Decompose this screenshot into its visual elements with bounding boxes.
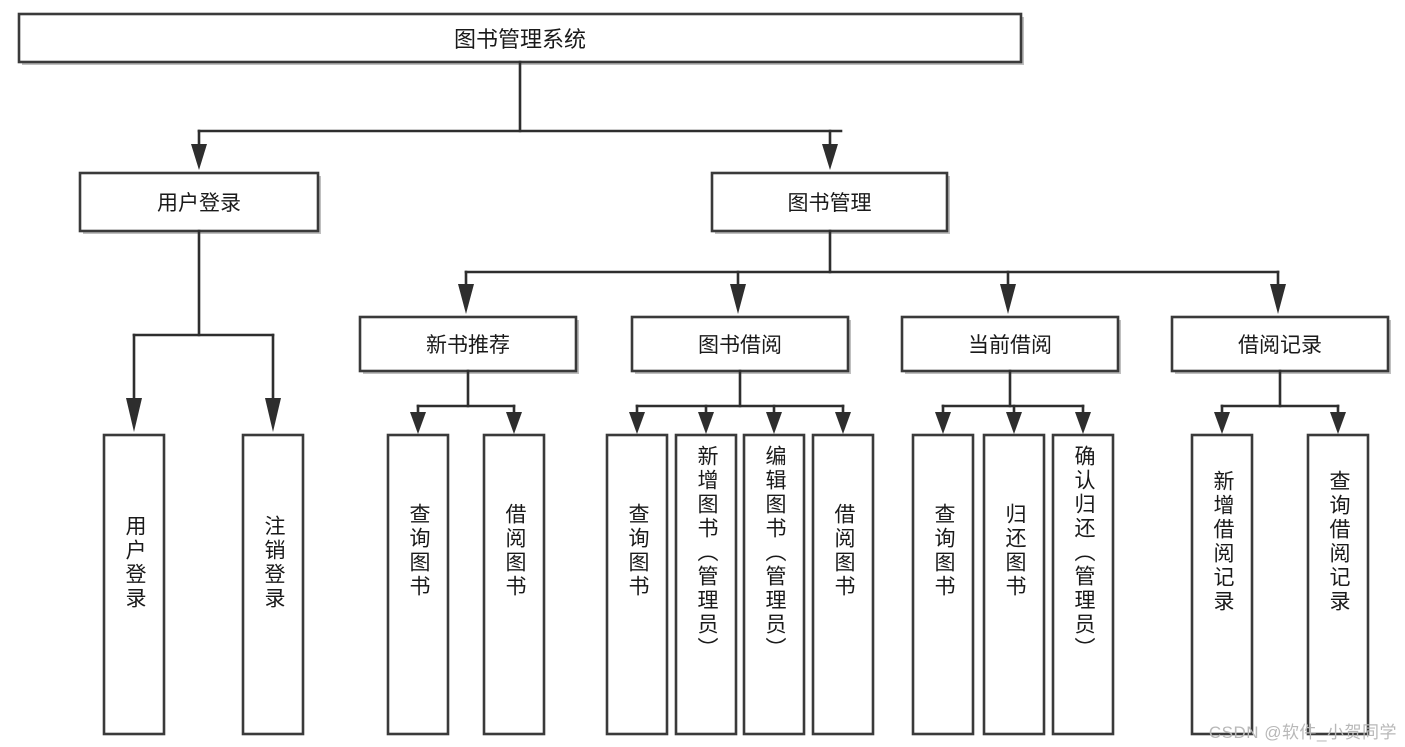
leaf-box-query-book-2[interactable]: [605, 433, 669, 736]
node-book-borrow-rect: [630, 315, 850, 373]
node-book-management[interactable]: [710, 171, 950, 234]
node-new-book-recommend-rect: [358, 315, 578, 373]
node-book-borrow[interactable]: [630, 315, 851, 374]
connector-book-borrow-to-leaves: [629, 369, 851, 434]
arrowhead-leaf-add-record: [1214, 412, 1230, 434]
leaf-box-query-book-3[interactable]: [911, 433, 975, 736]
arrowhead-book-management: [822, 144, 838, 170]
node-borrow-record-rect: [1170, 315, 1390, 373]
connector-root-to-level2: [191, 60, 843, 170]
arrowhead-borrow-record: [1270, 284, 1286, 314]
arrowhead-leaf-query-book-3: [935, 412, 951, 434]
leaf-rect-logout-login: [241, 433, 305, 736]
leaf-rect-add-record: [1190, 433, 1254, 736]
leaf-box-add-book[interactable]: [674, 433, 738, 736]
node-new-book-recommend[interactable]: [358, 315, 579, 374]
arrowhead-leaf-query-record: [1330, 412, 1346, 434]
arrowhead-leaf-confirm-return: [1075, 412, 1091, 434]
leaf-rect-confirm-return: [1051, 433, 1115, 736]
leaf-box-user-login[interactable]: [102, 433, 166, 736]
leaf-box-return-book[interactable]: [982, 433, 1046, 736]
arrowhead-leaf-borrow-book-2: [835, 412, 851, 434]
connector-book-management-to-level3: [458, 229, 1286, 314]
leaf-rect-return-book: [982, 433, 1046, 736]
node-current-borrow-rect: [900, 315, 1120, 373]
arrowhead-leaf-query-book-1: [410, 412, 426, 434]
leaf-box-edit-book[interactable]: [742, 433, 806, 736]
node-root-rect: [17, 12, 1023, 64]
arrowhead-leaf-edit-book: [766, 412, 782, 434]
connector-user-login-to-leaves: [126, 229, 281, 432]
leaf-box-logout-login[interactable]: [241, 433, 305, 736]
leaf-rect-query-record: [1306, 433, 1370, 736]
leaf-box-query-book-1[interactable]: [386, 433, 450, 736]
leaf-box-borrow-book-2[interactable]: [811, 433, 875, 736]
arrowhead-book-borrow: [730, 284, 746, 314]
arrowhead-leaf-logout-login: [265, 398, 281, 432]
leaf-rect-query-book-2: [605, 433, 669, 736]
leaf-box-add-record[interactable]: [1190, 433, 1254, 736]
connector-current-borrow-to-leaves: [935, 369, 1091, 434]
node-user-login-rect: [78, 171, 320, 233]
node-book-management-rect: [710, 171, 949, 233]
connector-borrow-record-to-leaves: [1214, 369, 1346, 434]
leaf-box-confirm-return[interactable]: [1051, 433, 1115, 736]
node-user-login[interactable]: [78, 171, 321, 234]
arrowhead-user-login: [191, 144, 207, 170]
leaf-rect-add-book: [674, 433, 738, 736]
arrowhead-leaf-add-book: [698, 412, 714, 434]
node-root-system[interactable]: [17, 12, 1024, 65]
leaf-rect-query-book-3: [911, 433, 975, 736]
arrowhead-leaf-borrow-book-1: [506, 412, 522, 434]
leaf-box-query-record[interactable]: [1306, 433, 1370, 736]
leaf-rect-borrow-book-2: [811, 433, 875, 736]
leaf-rect-edit-book: [742, 433, 806, 736]
arrowhead-leaf-return-book: [1006, 412, 1022, 434]
leaf-rect-borrow-book-1: [482, 433, 546, 736]
arrowhead-leaf-query-book-2: [629, 412, 645, 434]
arrowhead-current-borrow: [1000, 284, 1016, 314]
leaf-box-borrow-book-1[interactable]: [482, 433, 546, 736]
arrowhead-new-book-recommend: [458, 284, 474, 314]
connector-new-book-recommend-to-leaves: [410, 369, 522, 434]
node-borrow-record[interactable]: [1170, 315, 1391, 374]
leaf-rect-query-book-1: [386, 433, 450, 736]
leaf-rect-user-login: [102, 433, 166, 736]
arrowhead-leaf-user-login: [126, 398, 142, 432]
node-current-borrow[interactable]: [900, 315, 1121, 374]
